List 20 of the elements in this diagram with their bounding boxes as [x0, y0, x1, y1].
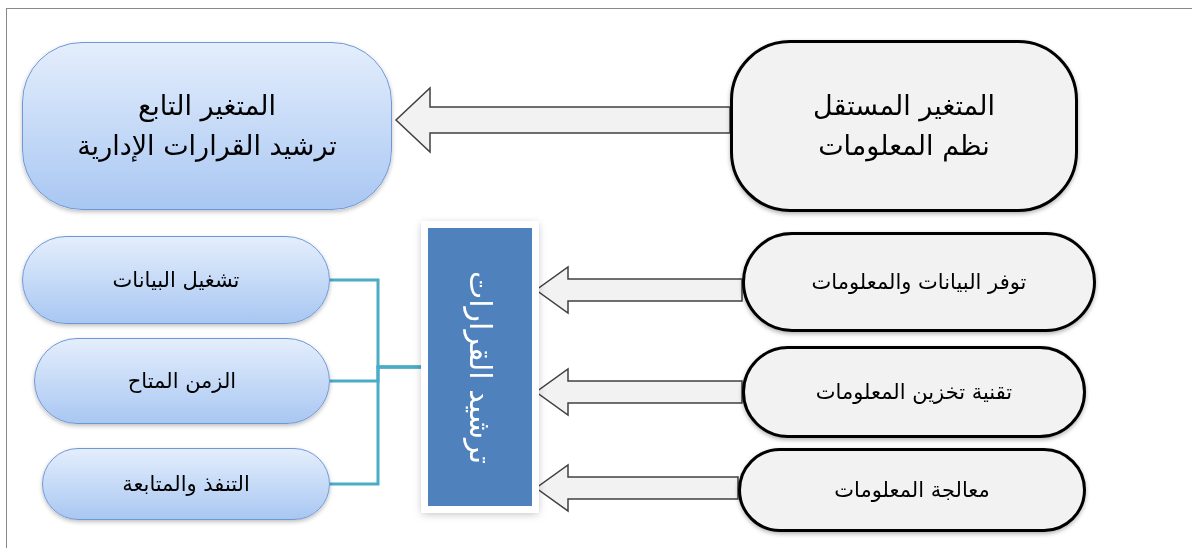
- block-arrow: [394, 86, 731, 154]
- node-text: ترشيد القرارات الإدارية: [77, 129, 337, 164]
- node-text: المتغير المستقل: [813, 89, 995, 124]
- rounded-box: [34, 338, 330, 424]
- node-text: معالجة المعلومات: [834, 477, 990, 504]
- rounded-box: [742, 346, 1086, 438]
- bar-label: ترشيد القرارات: [465, 270, 495, 464]
- node-text: نظم المعلومات: [818, 129, 990, 164]
- node-text: المتغير التابع: [137, 89, 277, 124]
- node-text: التنفذ والمتابعة: [122, 471, 250, 498]
- rounded-box: [22, 236, 330, 324]
- node-text: تقنية تخزين المعلومات: [815, 379, 1013, 406]
- rounded-box: [742, 232, 1096, 332]
- node-text: تشغيل البيانات: [112, 267, 240, 294]
- rounded-box: [738, 448, 1086, 532]
- node-text: توفر البيانات والمعلومات: [811, 269, 1027, 296]
- rounded-box: [22, 42, 392, 210]
- rounded-box: [730, 40, 1078, 212]
- node-text: الزمن المتاح: [127, 368, 237, 395]
- rounded-box: [42, 448, 330, 520]
